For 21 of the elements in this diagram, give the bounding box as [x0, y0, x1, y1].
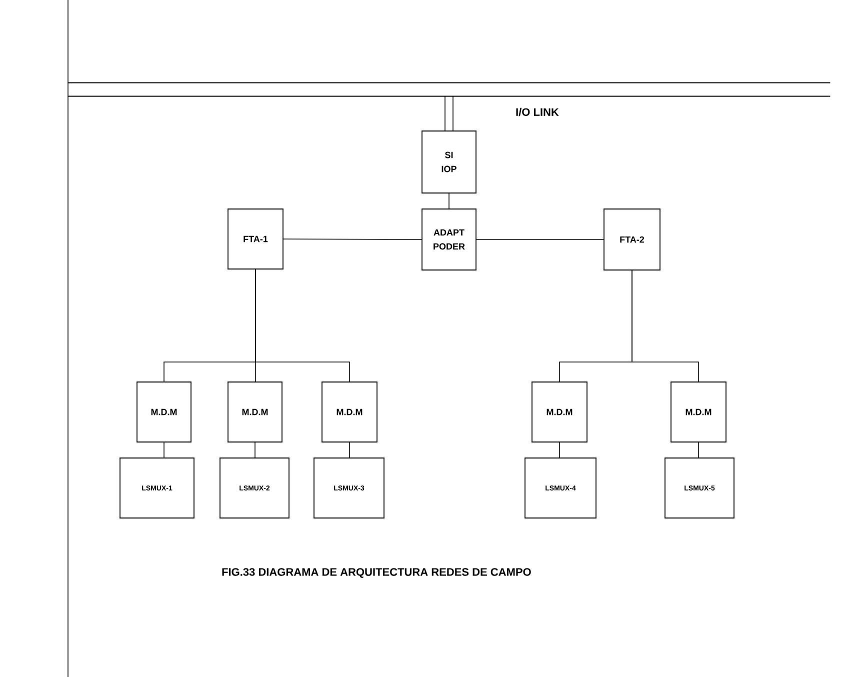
- device-box: SI IOP: [422, 130, 476, 194]
- connector-line: [632, 270, 699, 382]
- figure-caption: FIG.33 DIAGRAMA DE ARQUITECTURA REDES DE CAMPO: [222, 568, 531, 578]
- connector-line: [476, 239, 604, 240]
- device-box: M.D.M: [136, 382, 192, 442]
- device-box: FTA-2: [604, 208, 660, 270]
- device-box: M.D.M: [532, 382, 588, 442]
- device-box: FTA-1: [228, 208, 284, 270]
- connector-line: [255, 269, 350, 382]
- connector-line: [448, 193, 450, 209]
- device-box: M.D.M: [322, 382, 378, 442]
- double-connector: [444, 96, 454, 131]
- device-box: M.D.M: [670, 382, 726, 442]
- connector-line: [254, 442, 256, 458]
- connector-line: [349, 442, 350, 458]
- connector-line: [698, 442, 699, 458]
- connector-line: [559, 442, 560, 458]
- bus-label: I/O LINK: [516, 108, 559, 116]
- connector-line: [283, 238, 422, 240]
- device-box: M.D.M: [228, 382, 282, 442]
- device-box: ADAPT PODER: [422, 208, 476, 270]
